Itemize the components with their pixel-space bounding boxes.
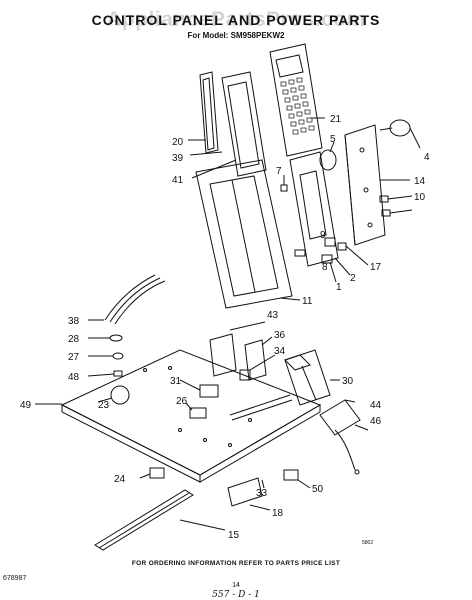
small-code: 5802: [362, 540, 374, 546]
part-24-33-50-18: [139, 467, 311, 511]
label-11: 11: [302, 296, 313, 307]
part-38-harness: [88, 274, 166, 325]
label-34: 34: [274, 346, 286, 357]
label-24: 24: [114, 474, 126, 485]
part-10-switches: [379, 195, 413, 217]
diagram-title: CONTROL PANEL AND POWER PARTS: [91, 12, 381, 28]
part-7-clip: [280, 175, 288, 192]
part-31-26: [179, 379, 219, 419]
part-4-motor: [379, 119, 421, 149]
base-plate: [60, 349, 322, 483]
label-28: 28: [68, 334, 80, 345]
label-46: 46: [370, 416, 382, 427]
part-circuit-board: [289, 151, 339, 267]
label-9: 9: [320, 230, 326, 241]
part-switch-blocks: [321, 237, 369, 283]
label-7: 7: [276, 166, 282, 177]
label-1: 1: [336, 282, 342, 293]
label-50: 50: [312, 484, 324, 495]
label-39: 39: [172, 153, 184, 164]
page-number: 14: [232, 582, 240, 589]
label-27: 27: [68, 352, 80, 363]
part-15-rail: [94, 489, 226, 551]
part-30-transformer: [284, 349, 340, 406]
label-4: 4: [424, 152, 430, 163]
part-46-power-cord: [334, 424, 369, 475]
label-43: 43: [267, 310, 279, 321]
label-20: 20: [172, 137, 184, 148]
label-8: 8: [322, 262, 328, 273]
handwritten-code: 557 - D - 1: [212, 590, 260, 600]
document-number: 678987: [3, 575, 27, 582]
part-43-36-34-components: [209, 321, 276, 381]
label-41: 41: [172, 175, 184, 186]
label-21: 21: [330, 114, 342, 125]
part-21-keypad-panel: [269, 43, 323, 157]
label-18: 18: [272, 508, 284, 519]
label-26: 26: [176, 396, 188, 407]
label-10: 10: [414, 192, 426, 203]
watermark: AppliancePartsPros.com: [106, 8, 366, 31]
label-44: 44: [370, 400, 382, 411]
label-2: 2: [350, 273, 356, 284]
model-label: For Model: SM958PEKW2: [187, 31, 285, 40]
label-14: 14: [414, 176, 426, 187]
part-small-items: [87, 334, 124, 377]
part-44-bracket: [319, 399, 361, 436]
label-38: 38: [68, 316, 80, 327]
part-5-knob: [319, 141, 337, 171]
part-20-strip: [199, 71, 219, 154]
label-15: 15: [228, 530, 240, 541]
part-14-bracket: [344, 124, 386, 246]
part-41-frame: [221, 71, 267, 177]
label-33: 33: [256, 488, 268, 499]
label-30: 30: [342, 376, 354, 387]
label-48: 48: [68, 372, 80, 383]
part-11-door-frame: [195, 159, 293, 309]
label-49: 49: [20, 400, 32, 411]
label-36: 36: [274, 330, 286, 341]
label-5: 5: [330, 134, 336, 145]
ordering-note: FOR ORDERING INFORMATION REFER TO PARTS …: [131, 560, 341, 567]
label-31: 31: [170, 376, 182, 387]
label-23: 23: [98, 400, 110, 411]
label-17: 17: [370, 262, 382, 273]
